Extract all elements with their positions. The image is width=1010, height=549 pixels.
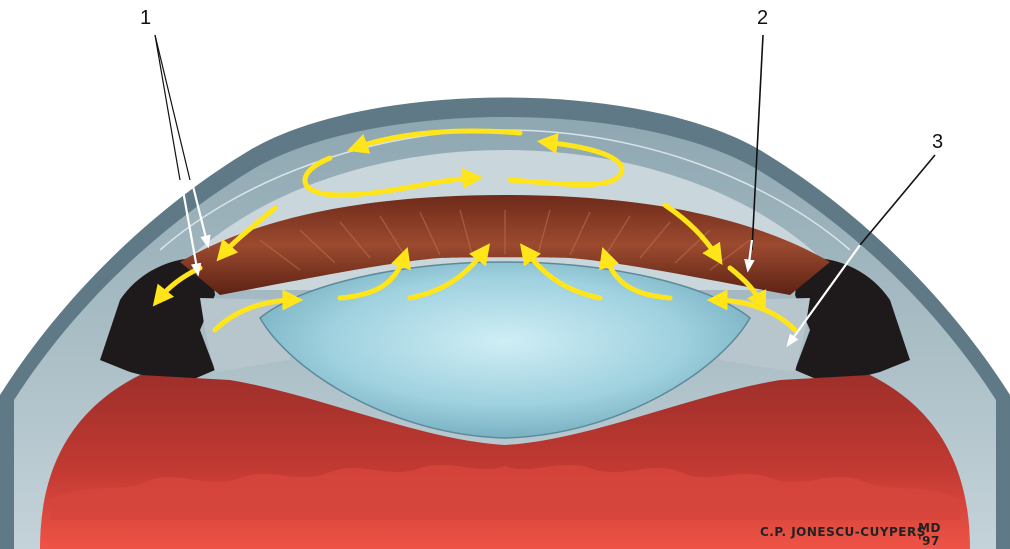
artist-signature-suffix: MD [918, 521, 941, 535]
artist-signature: C.P. JONESCU-CUYPERS [760, 525, 926, 539]
callout-number-3: 3 [932, 131, 943, 153]
artist-signature-year: '97 [918, 534, 940, 548]
callout-number-1: 1 [140, 7, 151, 29]
callout-number-2: 2 [757, 7, 768, 29]
callout-1-leaders-shadow [155, 35, 190, 180]
